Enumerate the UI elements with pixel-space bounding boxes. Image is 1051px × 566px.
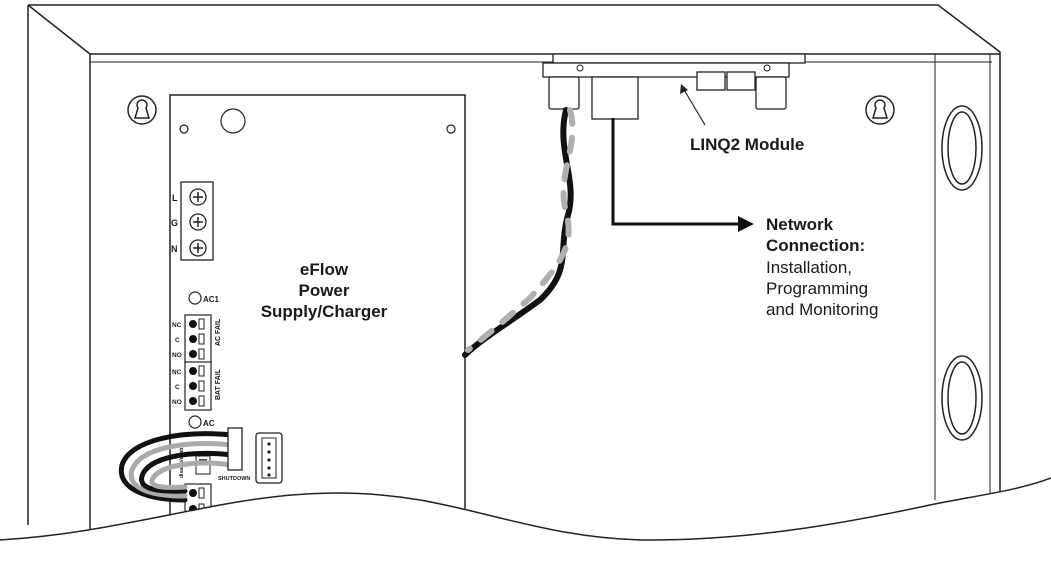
ac1-indicator: AC1: [188, 291, 220, 305]
network-title-line1: Network: [766, 215, 834, 234]
terminal-screw-n: [189, 239, 207, 257]
ac-indicator: AC: [188, 415, 215, 429]
network-title-line2: Connection:: [766, 236, 865, 255]
ac-fail-pin-no: NO: [172, 352, 182, 359]
side-label: disable/enable: [179, 443, 185, 478]
cutaway-edge: [0, 478, 1051, 566]
terminal-label-n: N: [171, 244, 178, 254]
bat-fail-pin-c: C: [175, 384, 180, 391]
keyhole-left: [127, 95, 157, 125]
lgn-terminal-block: L G N: [171, 181, 214, 261]
module-left-connector: [548, 76, 580, 110]
knockout-top: [941, 105, 983, 191]
ac-fail-relay: NC C NO AC FAIL: [172, 314, 222, 364]
board-connector: [255, 432, 283, 484]
knockout-bottom: [941, 355, 983, 441]
ac-fail-pin-c: C: [175, 337, 180, 344]
network-desc-line2: Programming: [766, 279, 868, 298]
module-right-connector: [755, 76, 787, 110]
network-jack: [591, 76, 639, 120]
network-desc-line1: Installation,: [766, 258, 852, 277]
bat-fail-pin-nc: NC: [172, 369, 182, 376]
power-supply-label-line2: Power: [298, 281, 349, 300]
ac1-label: AC1: [203, 295, 220, 304]
bat-fail-label: BAT FAIL: [215, 368, 222, 400]
bat-fail-pin-no: NO: [172, 399, 182, 406]
network-arrow: [611, 118, 754, 232]
linq2-module-label: LINQ2 Module: [690, 135, 804, 154]
power-supply-label-line1: eFlow: [300, 260, 349, 279]
ac-fail-pin-nc: NC: [172, 322, 182, 329]
terminal-label-g: G: [171, 218, 178, 228]
cutaway-line: [0, 477, 1051, 541]
terminal-label-l: L: [172, 193, 178, 203]
ac-label: AC: [203, 419, 215, 428]
network-desc-line3: and Monitoring: [766, 300, 878, 319]
twisted-cable: [462, 107, 576, 358]
shutdown-label: SHUTDOWN: [218, 476, 250, 482]
terminal-screw-g: [189, 213, 207, 231]
power-supply-label-line3: Supply/Charger: [261, 302, 388, 321]
enclosure: [27, 4, 1001, 530]
harness-cable: [118, 431, 235, 503]
harness-plug: [227, 427, 243, 471]
terminal-screw-l: [189, 188, 207, 206]
bat-fail-relay: NC C NO BAT FAIL: [172, 361, 222, 411]
ac-fail-label: AC FAIL: [215, 318, 222, 346]
module-arrow: [680, 84, 706, 126]
linq2-module: [542, 53, 806, 120]
keyhole-right: [865, 95, 895, 125]
